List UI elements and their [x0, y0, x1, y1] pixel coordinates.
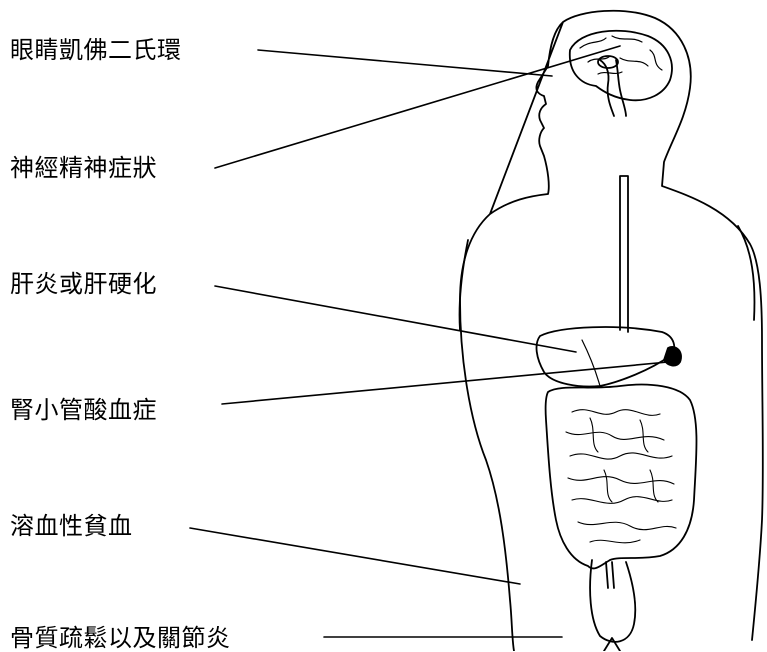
label-neuropsychiatric-symptoms: 神經精神症狀: [10, 156, 157, 180]
label-eye-kayser-fleischer-ring: 眼睛凱佛二氏環: [10, 38, 182, 62]
label-osteoporosis-arthritis: 骨質疏鬆以及關節炎: [10, 626, 231, 650]
small-intestine: [566, 410, 676, 543]
label-hepatitis-cirrhosis: 肝炎或肝硬化: [10, 272, 157, 296]
liver: [537, 327, 675, 386]
liver-lobe: [582, 340, 600, 386]
large-intestine: [546, 385, 697, 569]
leader-line-kidney: [222, 362, 668, 404]
leader-line-anemia: [190, 528, 520, 584]
leader-line-liver: [215, 286, 576, 352]
esophagus: [620, 176, 628, 332]
label-hemolytic-anemia: 溶血性貧血: [10, 514, 133, 538]
rectum: [606, 562, 614, 588]
label-renal-tubular-acidosis: 腎小管酸血症: [10, 398, 157, 422]
leader-line-eye: [258, 50, 552, 76]
arm-right: [738, 226, 754, 320]
